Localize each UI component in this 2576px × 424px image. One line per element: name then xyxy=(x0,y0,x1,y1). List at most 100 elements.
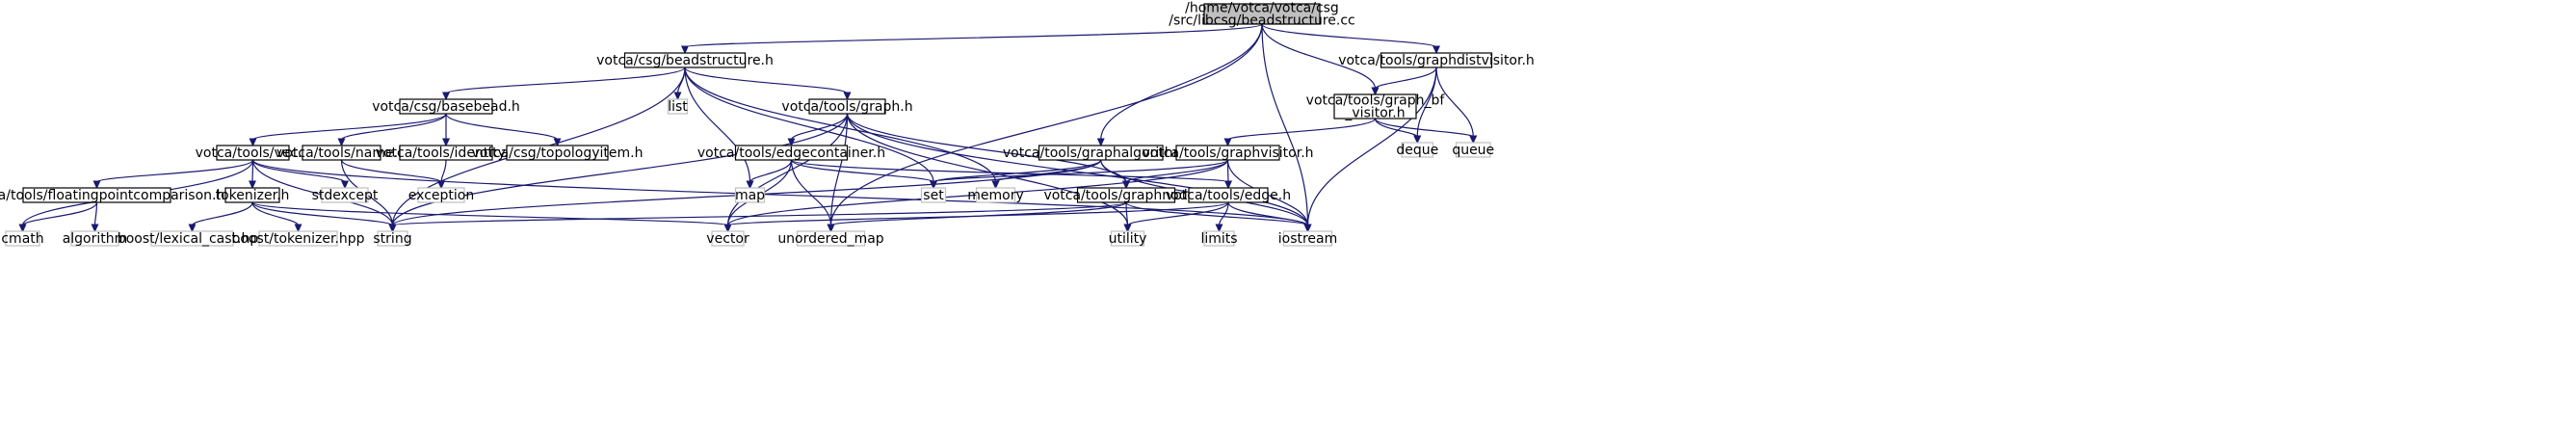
edge-beadstructure_h-to-memory xyxy=(684,66,1000,190)
edge-edge_h-to-utility xyxy=(1123,201,1229,233)
node-box xyxy=(399,98,493,115)
node-label: votca/csg/basebead.h xyxy=(372,99,520,115)
node-edgecontainer-h[interactable]: votca/tools/edgecontainer.h xyxy=(697,145,885,161)
node-vector: vector xyxy=(706,230,749,247)
node-box xyxy=(1333,93,1417,119)
edge-basebead_h-to-vec_h xyxy=(249,113,447,147)
node-box xyxy=(417,187,465,203)
node-label: cmath xyxy=(1,231,43,247)
node-box xyxy=(399,145,493,161)
node-box xyxy=(1110,230,1145,247)
node-identity-h[interactable]: votca/tools/identity.h xyxy=(376,145,517,161)
node-basebead-h[interactable]: votca/csg/basebead.h xyxy=(372,98,520,115)
node-label: boost/tokenizer.hpp xyxy=(231,231,364,247)
edge-root-to-beadstructure_h xyxy=(681,23,1263,55)
node-graphdistvisitor-h[interactable]: votca/tools/graphdistvisitor.h xyxy=(1338,52,1535,68)
node-box xyxy=(258,230,338,247)
edge-tokenizer_h-to-vector xyxy=(251,201,732,233)
node-label: set xyxy=(923,188,944,203)
node-memory: memory xyxy=(967,187,1024,203)
node-label: string xyxy=(373,231,411,247)
node-label: memory xyxy=(967,188,1024,203)
node-label: stdexcept xyxy=(312,188,379,203)
node-label: votca/tools/edgecontainer.h xyxy=(697,146,885,161)
edge-beadstructure_h-to-basebead_h xyxy=(442,66,686,101)
edge-graph_bf_visitor_h-to-queue xyxy=(1374,118,1478,145)
node-box xyxy=(1038,145,1164,161)
node-graph-h[interactable]: votca/tools/graph.h xyxy=(781,98,913,115)
node-label: queue xyxy=(1452,143,1494,158)
node-stdexcept: stdexcept xyxy=(312,187,379,203)
node-label: iostream xyxy=(1278,231,1338,247)
node-box xyxy=(1188,187,1269,203)
edge-name_h-to-exception xyxy=(340,159,445,190)
node-label: list xyxy=(668,99,688,115)
node-algorithm: algorithm xyxy=(63,230,128,247)
node-box xyxy=(1380,52,1493,68)
node-graph-bf-visitor-h[interactable]: votca/tools/graph_bf_visitor.h xyxy=(1306,93,1446,121)
node-deque: deque xyxy=(1396,142,1438,158)
edge-beadstructure_h-to-graph_h xyxy=(684,66,852,101)
node-label: /src/libcsg/beadstructure.cc xyxy=(1169,13,1354,29)
node-graphalgorithm-h[interactable]: votca/tools/graphalgorithm.h xyxy=(1003,145,1199,161)
node-box xyxy=(22,187,171,203)
node-label: votca/tools/floatingpointcomparison.h xyxy=(0,188,224,203)
node-graphnode-h[interactable]: votca/tools/graphnode.h xyxy=(1043,187,1209,203)
node-name-h[interactable]: votca/tools/name.h xyxy=(276,145,407,161)
edge-graph_bf_visitor_h-to-graphvisitor_h xyxy=(1223,118,1377,147)
node-edge-h[interactable]: votca/tools/edge.h xyxy=(1166,187,1291,203)
edge-graphdistvisitor_h-to-graph_bf_visitor_h xyxy=(1371,66,1437,96)
edge-root-to-graphdistvisitor_h xyxy=(1261,23,1440,55)
node-label: _visitor.h xyxy=(1344,106,1405,121)
node-graphvisitor-h[interactable]: votca/tools/graphvisitor.h xyxy=(1142,145,1314,161)
node-box xyxy=(150,230,234,247)
node-box xyxy=(1401,142,1434,158)
edge-edge_h-to-limits xyxy=(1215,201,1229,233)
node-iostream: iostream xyxy=(1278,230,1338,247)
node-label: votca/tools/edge.h xyxy=(1166,188,1291,203)
node-vec-h[interactable]: votca/tools/vec.h xyxy=(196,145,311,161)
nodes-layer: /home/votca/votca/csg/src/libcsg/beadstr… xyxy=(0,1,1535,248)
node-label: tokenizer.h xyxy=(216,188,290,203)
edge-tokenizer_h-to-boost_tokenizer xyxy=(251,201,302,233)
node-string: string xyxy=(373,230,412,247)
node-box xyxy=(920,187,947,203)
node-box xyxy=(1203,230,1235,247)
edge-basebead_h-to-topologyitem_h xyxy=(445,113,562,147)
edge-floatingpointcomparison_h-to-algorithm xyxy=(91,201,99,233)
node-box xyxy=(5,230,40,247)
edge-edge_h-to-vector xyxy=(723,201,1229,233)
node-cmath: cmath xyxy=(1,230,44,247)
edge-root-to-graphalgorithm_h xyxy=(1096,23,1263,147)
node-label: deque xyxy=(1396,143,1438,158)
node-box xyxy=(216,145,290,161)
edge-graphnode_h-to-unordered_map xyxy=(827,201,1127,233)
edge-basebead_h-to-name_h xyxy=(337,113,447,147)
node-label: algorithm xyxy=(63,231,128,247)
node-label: /home/votca/votca/csg xyxy=(1185,1,1339,16)
node-label: votca/tools/graph_bf xyxy=(1306,93,1446,109)
node-tokenizer-h[interactable]: tokenizer.h xyxy=(216,187,290,203)
node-box xyxy=(796,230,866,247)
node-box xyxy=(1203,3,1321,25)
node-beadstructure-h[interactable]: votca/csg/beadstructure.h xyxy=(596,52,774,68)
node-list: list xyxy=(667,98,689,115)
node-box xyxy=(1076,187,1176,203)
edge-graphnode_h-to-string xyxy=(388,201,1127,233)
node-label: votca/tools/graphdistvisitor.h xyxy=(1338,53,1535,68)
node-box xyxy=(667,98,689,115)
node-label: limits xyxy=(1200,231,1237,247)
node-topologyitem-h[interactable]: votca/csg/topologyitem.h xyxy=(471,145,644,161)
node-floatingpointcomparison-h[interactable]: votca/tools/floatingpointcomparison.h xyxy=(0,187,224,203)
node-label: unordered_map xyxy=(777,231,883,247)
node-label: boost/lexical_cast.hpp xyxy=(118,231,267,247)
node-label: vector xyxy=(706,231,749,247)
edge-graphvisitor_h-to-graphnode_h xyxy=(1122,159,1229,190)
node-boost-tokenizer: boost/tokenizer.hpp xyxy=(231,230,365,247)
edge-floatingpointcomparison_h-to-cmath xyxy=(18,201,98,233)
node-label: votca/tools/graphnode.h xyxy=(1043,188,1208,203)
node-root[interactable]: /home/votca/votca/csg/src/libcsg/beadstr… xyxy=(1169,1,1354,29)
node-queue: queue xyxy=(1452,142,1494,158)
node-label: votca/csg/topologyitem.h xyxy=(471,146,643,161)
